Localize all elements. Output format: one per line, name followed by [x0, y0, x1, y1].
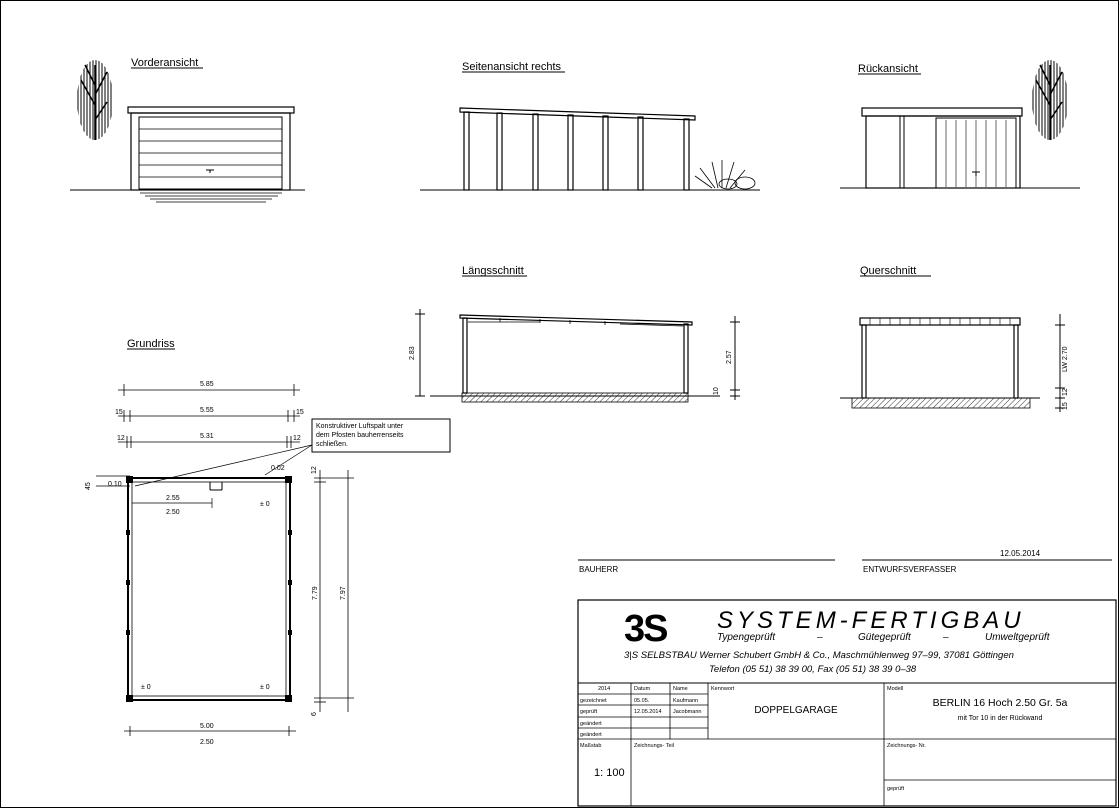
- tb-year: 2014: [598, 686, 610, 692]
- tb-kennwort-label: Kennwort: [711, 686, 735, 692]
- tb-row2-date: 12.05.2014: [634, 709, 662, 715]
- bottom-a-label: 5.00: [200, 723, 214, 730]
- owner-label: BAUHERR: [579, 565, 618, 574]
- title-block: 3S SYSTEM-FERTIGBAU Typengeprüft – Güteg…: [577, 599, 1117, 807]
- company-address: 3|S SELBSTBAU Werner Schubert GmbH & Co.…: [624, 650, 1014, 661]
- company-logo: 3S: [624, 608, 667, 650]
- bottom-b-label: 2.50: [200, 739, 214, 746]
- floor-plan-title: Grundriss: [127, 338, 175, 350]
- rear-view-title: Rückansicht: [858, 63, 918, 75]
- dim-post-right-label: 12: [293, 435, 301, 442]
- company-name: SYSTEM-FERTIGBAU: [717, 607, 1025, 634]
- tb-model: BERLIN 16 Hoch 2.50 Gr. 5a: [933, 697, 1068, 709]
- tb-col-datum: Datum: [634, 686, 651, 692]
- tb-scale: 1: 100: [594, 767, 625, 779]
- dim-overall-label: 5.85: [200, 381, 214, 388]
- rear-door-handle-icon: [972, 171, 980, 176]
- cross-section: Querschnitt LW 2.70 12 15: [840, 265, 1069, 412]
- gap-a-label: 0.10: [108, 481, 122, 488]
- dim-45-label: 45: [85, 482, 92, 490]
- dim-inner-b-label: 5.31: [200, 433, 214, 440]
- tb-model-sub: mit Tor 10 in der Rückwand: [958, 715, 1043, 722]
- long-base-label: 10: [713, 387, 720, 395]
- tb-checked-label: geprüft: [887, 786, 905, 792]
- tagline-3: Umweltgeprüft: [985, 632, 1051, 643]
- tb-row1-name: Kaufmann: [673, 698, 698, 704]
- depth-bottom-label: 6: [311, 712, 318, 716]
- front-view-title: Vorderansicht: [131, 57, 198, 69]
- dim-inner-a-label: 5.55: [200, 407, 214, 414]
- company-phone: Telefon (05 51) 38 39 00, Fax (05 51) 38…: [709, 664, 917, 675]
- tb-drawing-type-label: Zeichnungs- Teil: [634, 743, 674, 749]
- cross-base-label: 15: [1062, 402, 1069, 410]
- tb-row3-label: geändert: [580, 721, 602, 727]
- tagline-dash-2: –: [942, 632, 949, 643]
- level-top-right: ± 0: [260, 501, 270, 508]
- dim-wall-left-label: 15: [115, 409, 123, 416]
- cross-section-title: Querschnitt: [860, 265, 916, 277]
- tagline-2: Gütegeprüft: [858, 632, 912, 643]
- gap-b-label: 0.02: [271, 465, 285, 472]
- note-box: [311, 418, 451, 453]
- front-view: Vorderansicht: [70, 57, 305, 203]
- floor-plan: Grundriss 5.85 15 5.55 15 12 5.31 12 Kon…: [85, 338, 451, 746]
- tb-drawing-no-label: Zeichnungs- Nr.: [887, 743, 926, 749]
- depth-outer-label: 7.97: [340, 586, 347, 600]
- level-bottom-left: ± 0: [141, 684, 151, 691]
- tb-row4-label: geändert: [580, 732, 602, 738]
- note-line-3: schließen.: [316, 441, 348, 448]
- tb-scale-label: Maßstab: [580, 743, 601, 749]
- span-a-label: 2.55: [166, 495, 180, 502]
- side-view-title: Seitenansicht rechts: [462, 61, 562, 73]
- tagline-dash-1: –: [816, 632, 823, 643]
- note-line-2: dem Pfosten bauherrenseits: [316, 432, 404, 439]
- level-bottom-right: ± 0: [260, 684, 270, 691]
- long-section: Längsschnitt 2.83 2.57 10: [409, 265, 740, 403]
- designer-label: ENTWURFSVERFASSER: [863, 565, 957, 574]
- tb-row2-name: Jacobmann: [673, 709, 701, 715]
- tb-row1-date: 05.05.: [634, 698, 650, 704]
- tree-right-icon: [1031, 59, 1069, 141]
- long-height-label: 2.83: [409, 346, 416, 360]
- tb-project: DOPPELGARAGE: [754, 705, 838, 716]
- note-leader: [134, 444, 313, 487]
- note-line-1: Konstruktiver Luftspalt unter: [316, 423, 404, 430]
- long-inner-label: 2.57: [726, 350, 733, 364]
- depth-top-label: 12: [311, 466, 318, 474]
- signature-area: BAUHERR 12.05.2014 ENTWURFSVERFASSER: [578, 549, 1112, 574]
- depth-inner-label: 7.79: [312, 586, 319, 600]
- long-section-title: Längsschnitt: [462, 265, 524, 277]
- tagline-1: Typengeprüft: [717, 632, 776, 643]
- tb-row1-label: gezeichnet: [580, 698, 607, 704]
- cross-height-label: LW 2.70: [1062, 346, 1069, 372]
- design-date: 12.05.2014: [1000, 549, 1041, 558]
- tb-row2-label: geprüft: [580, 709, 598, 715]
- dim-wall-right-label: 15: [296, 409, 304, 416]
- dim-post-left-label: 12: [117, 435, 125, 442]
- span-b-label: 2.50: [166, 509, 180, 516]
- tree-left-icon: [76, 59, 114, 141]
- tb-col-name: Name: [673, 686, 688, 692]
- cross-top-label: 12: [1062, 388, 1069, 396]
- bush-icon: [694, 160, 756, 190]
- side-view: Seitenansicht rechts: [420, 61, 760, 191]
- door-handle-icon: [206, 169, 214, 173]
- tb-modell-label: Modell: [887, 686, 903, 692]
- rear-view: Rückansicht: [840, 59, 1080, 189]
